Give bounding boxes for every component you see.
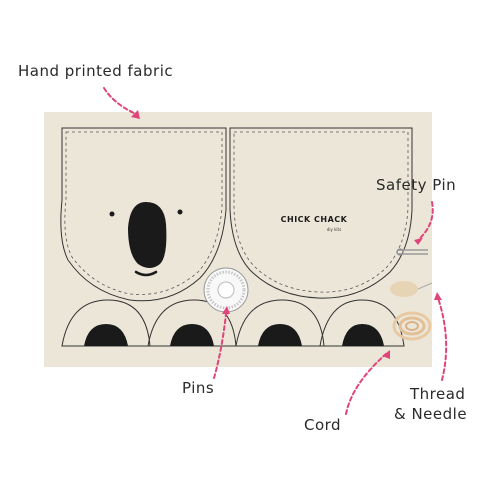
arrowhead: [414, 238, 423, 245]
arrow-thread: [437, 297, 448, 381]
label-thread-line1: Thread: [410, 385, 466, 403]
arrowhead: [382, 350, 390, 359]
ear-piece: [147, 299, 237, 347]
arrow-fabric: [103, 87, 137, 115]
ear-piece: [61, 299, 151, 347]
arrowhead: [131, 110, 140, 119]
ear-piece-patch: [84, 324, 128, 346]
arrowhead: [222, 306, 230, 314]
label-safety-pin: Safety Pin: [376, 176, 457, 194]
arrow-cord: [345, 353, 387, 415]
arrow-heads: [131, 110, 442, 359]
panel-outline-left: [60, 127, 227, 302]
panel-dashed-left: [64, 131, 223, 295]
label-cord: Cord: [304, 416, 342, 434]
arrowhead: [434, 292, 442, 300]
fabric-brand-sub: diy kits: [327, 227, 341, 232]
label-thread-line2: & Needle: [394, 405, 468, 423]
label-hand-printed-fabric: Hand printed fabric: [18, 62, 174, 80]
ear-piece-patch: [258, 324, 302, 346]
koala-mouth: [134, 270, 158, 277]
ear-piece-patch: [342, 324, 384, 346]
koala-eye-right: [177, 209, 183, 215]
arrows: [103, 87, 448, 415]
panel-outline-right: [229, 127, 413, 299]
ear-piece-patch: [170, 324, 214, 346]
thread-and-needle: [390, 281, 433, 297]
pins-wheel: [203, 267, 249, 313]
safety-pin: [396, 248, 428, 256]
koala-eye-left: [109, 211, 115, 217]
ear-pieces: [61, 299, 405, 347]
cord-coil: [392, 311, 432, 341]
ear-piece: [235, 299, 325, 347]
koala-nose: [128, 202, 167, 268]
panel-dashed-right: [233, 131, 409, 293]
label-thread-needle: Thread & Needle: [394, 384, 467, 424]
arrow-pins: [213, 313, 227, 379]
arrow-safety-pin: [417, 201, 434, 241]
label-pins: Pins: [182, 379, 215, 397]
fabric-brand: CHICK CHACK: [281, 215, 348, 224]
